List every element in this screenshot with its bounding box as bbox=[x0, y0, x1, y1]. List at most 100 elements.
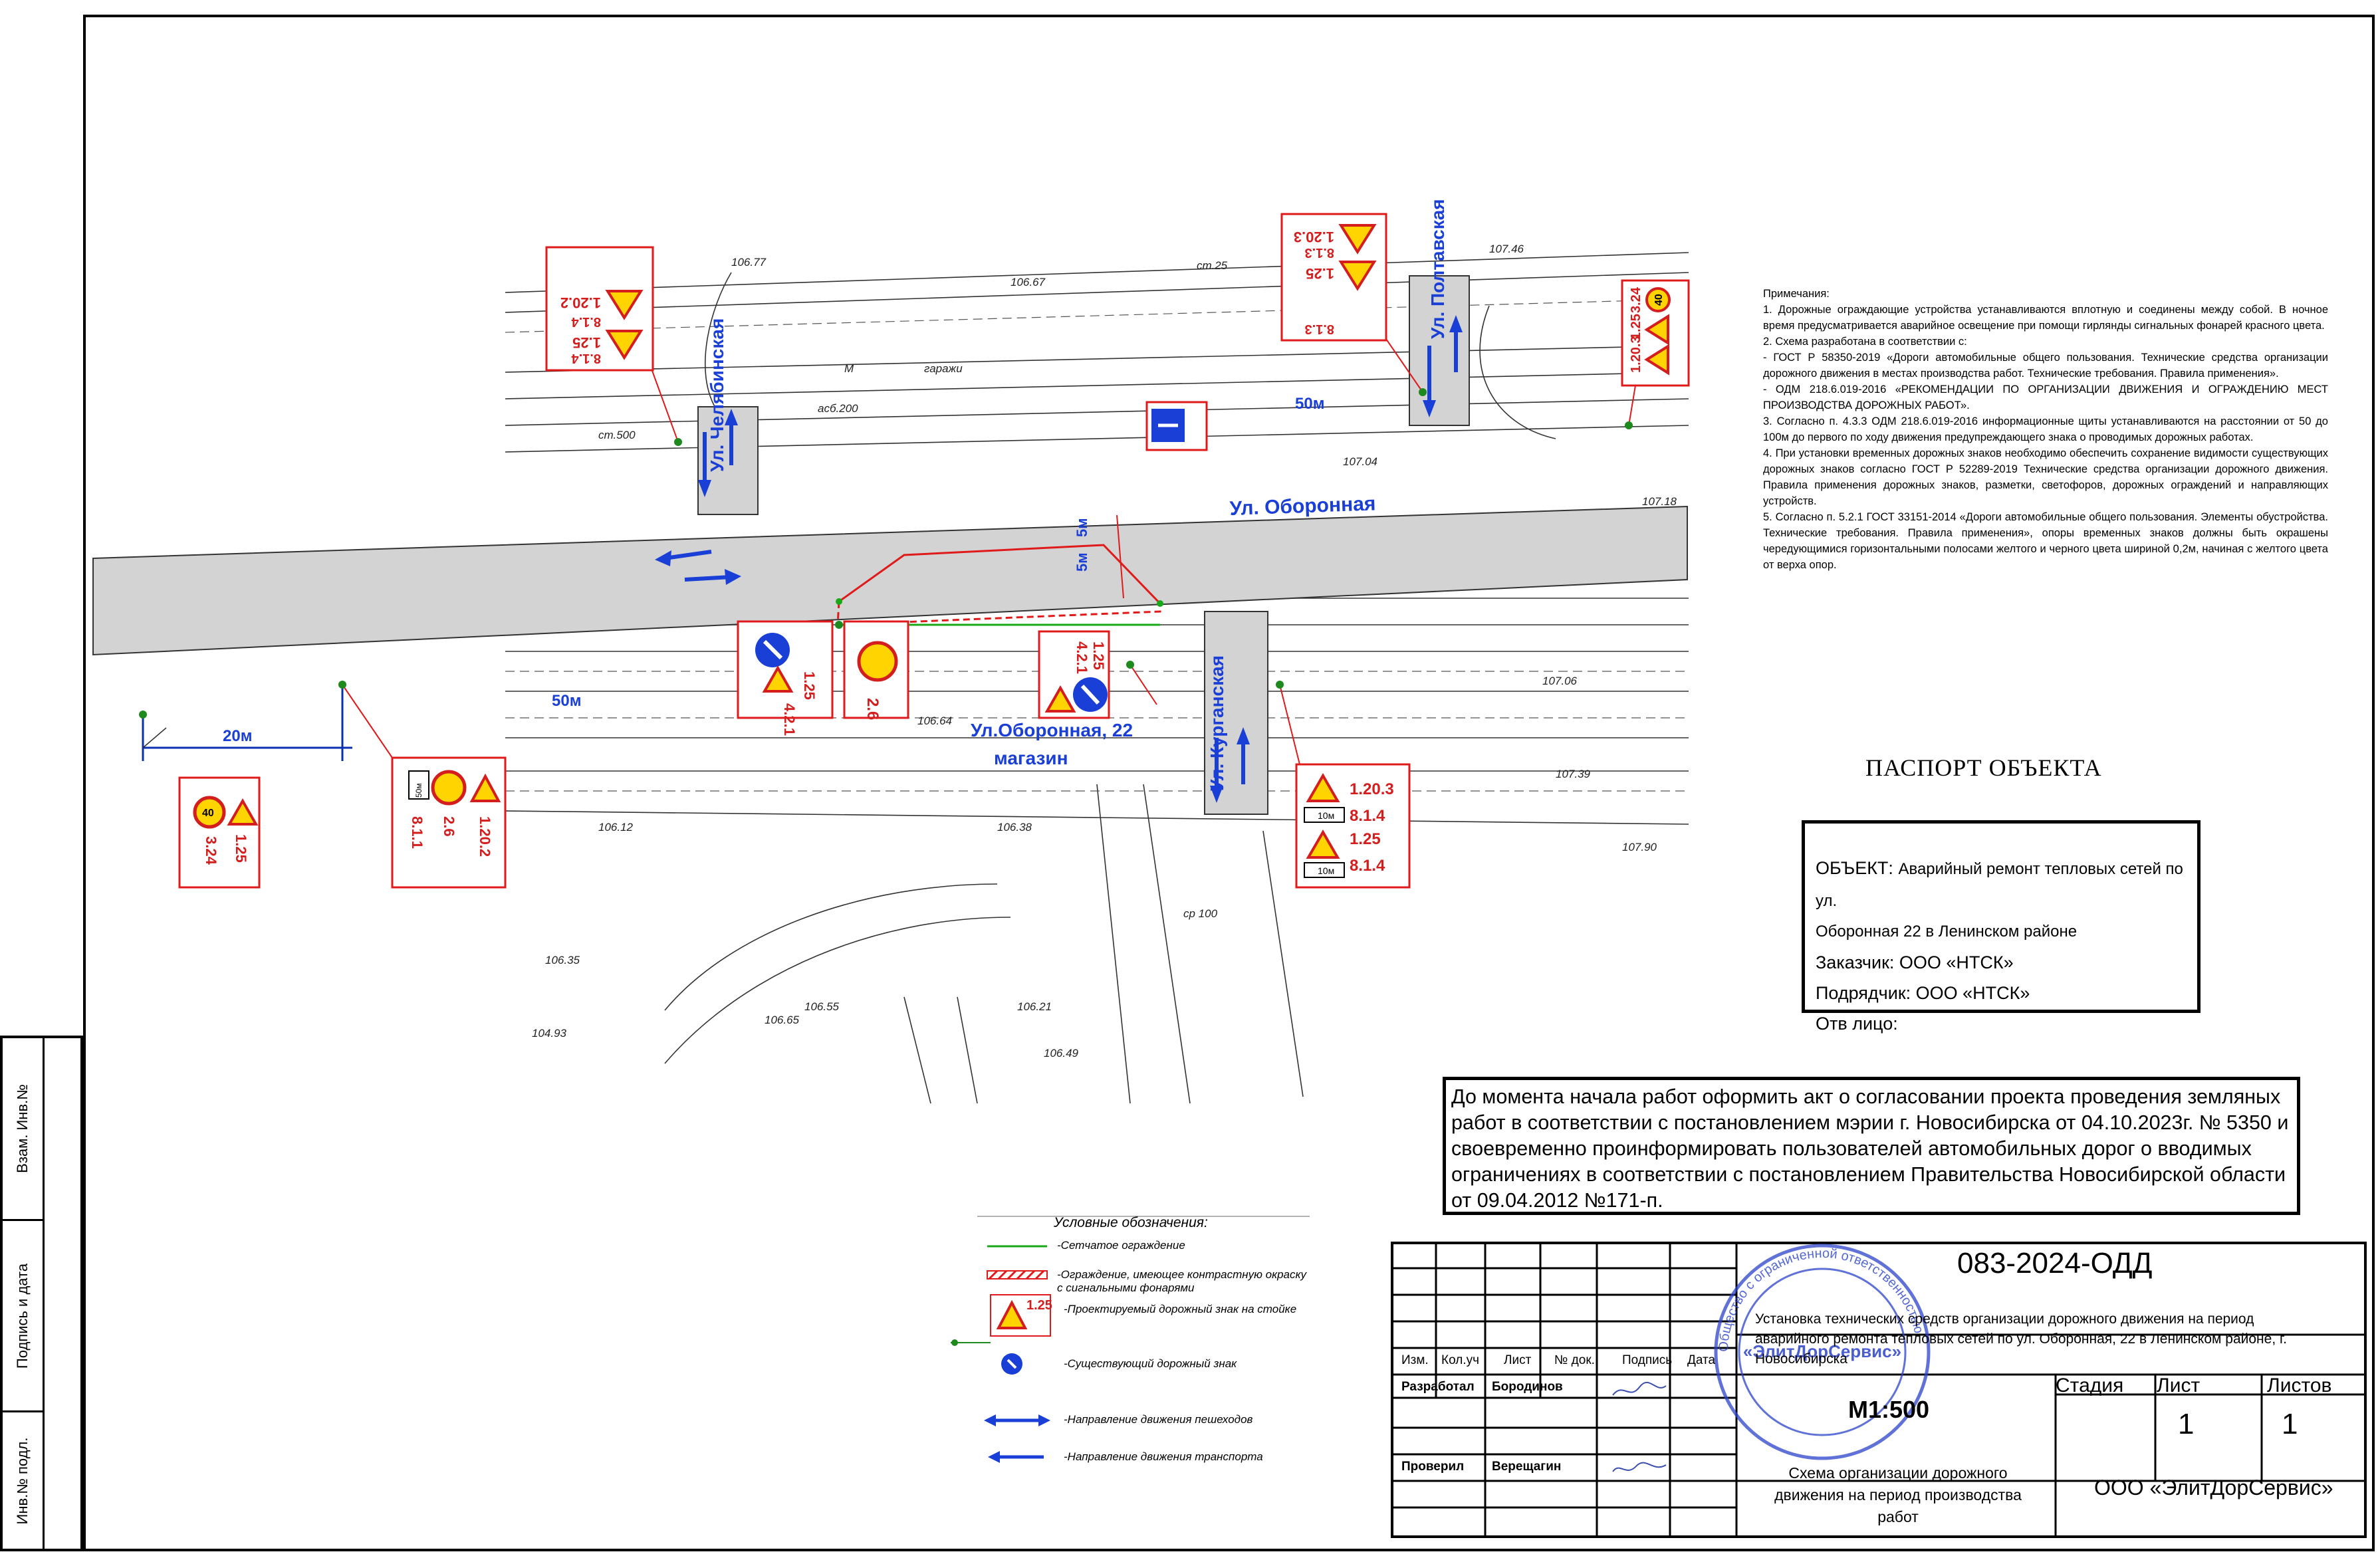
checked-label: Проверил bbox=[1401, 1460, 1465, 1474]
svg-text:107.04: 107.04 bbox=[1343, 455, 1377, 468]
svg-text:4.2.1: 4.2.1 bbox=[1074, 641, 1090, 674]
distance-5m-a: 5м bbox=[1074, 518, 1090, 537]
svg-text:8.1.1: 8.1.1 bbox=[409, 816, 425, 849]
svg-text:8.1.4: 8.1.4 bbox=[571, 351, 601, 366]
svg-text:8.1.4: 8.1.4 bbox=[571, 314, 601, 329]
svg-text:8.1.3: 8.1.3 bbox=[1305, 245, 1334, 260]
note-item: 3. Согласно п. 4.3.3 ОДМ 218.6.019-2016 … bbox=[1763, 415, 2328, 443]
title-signature-checked bbox=[1609, 1458, 1669, 1478]
svg-text:104.93: 104.93 bbox=[532, 1027, 567, 1040]
distance-5m-b: 5м bbox=[1074, 552, 1090, 572]
document-code: 083-2024-ОДД bbox=[1957, 1247, 2153, 1279]
organization-name: ООО «ЭлитДорСервис» bbox=[2094, 1476, 2333, 1500]
note-item: 2. Схема разработана в соответствии с: bbox=[1763, 336, 1967, 348]
transport-direction-arrows bbox=[655, 315, 1463, 803]
sheets-label: Листов bbox=[2267, 1375, 2332, 1396]
svg-text:1.20.3: 1.20.3 bbox=[1294, 229, 1334, 245]
title-block: Общество с ограниченной ответственностью… bbox=[1391, 1242, 2367, 1538]
svg-text:3.24: 3.24 bbox=[203, 836, 219, 865]
svg-text:106.55: 106.55 bbox=[804, 1000, 840, 1013]
distance-50m-left: 50м bbox=[552, 692, 581, 710]
note-item: - ГОСТ Р 58350-2019 «Дороги автомобильны… bbox=[1763, 352, 2328, 380]
svg-text:10м: 10м bbox=[1318, 865, 1334, 876]
svg-text:1.25: 1.25 bbox=[572, 334, 601, 351]
svg-text:1.25: 1.25 bbox=[1629, 314, 1643, 340]
svg-text:1.25: 1.25 bbox=[233, 834, 249, 863]
schema-title: Схема организации дорожного движения на … bbox=[1774, 1464, 2022, 1525]
col-date: Дата bbox=[1687, 1353, 1716, 1367]
svg-text:3.24: 3.24 bbox=[1629, 286, 1643, 313]
legend-item-contrast-fence: -Ограждение, имеющее контрастную окраску… bbox=[1057, 1268, 1307, 1294]
notes-block: Примечания: 1. Дорожные ограждающие устр… bbox=[1763, 286, 2328, 573]
sign-leaders bbox=[342, 338, 1636, 778]
passport-title: ПАСПОРТ ОБЪЕКТА bbox=[1865, 754, 2102, 781]
sheet-label: Лист bbox=[2157, 1375, 2201, 1396]
note-item: - ОДМ 218.6.019-2016 «РЕКОМЕНДАЦИИ ПО ОР… bbox=[1763, 384, 2328, 411]
notes-title: Примечания: bbox=[1763, 288, 1830, 300]
svg-text:107.90: 107.90 bbox=[1622, 841, 1657, 853]
passport-object-value-2: Оборонная 22 в Ленинском районе bbox=[1816, 923, 2078, 941]
sign-group-east: 40 1.20.3 1.25 3.24 bbox=[1621, 279, 1690, 387]
svg-text:107.46: 107.46 bbox=[1489, 243, 1524, 255]
sign-group-west-2: 40 1.25 3.24 bbox=[178, 776, 261, 889]
svg-text:М: М bbox=[844, 362, 854, 375]
shop-label: магазин bbox=[994, 748, 1068, 768]
svg-text:106.65: 106.65 bbox=[765, 1014, 800, 1026]
distance-50m-top: 50м bbox=[1295, 395, 1324, 413]
svg-text:107.39: 107.39 bbox=[1556, 768, 1591, 780]
svg-text:2.6: 2.6 bbox=[864, 698, 882, 720]
svg-text:1.20.3: 1.20.3 bbox=[1350, 780, 1394, 798]
legend: 1.25 Условные обозначения: -Сетчатое огр… bbox=[951, 1210, 1323, 1489]
side-cell-label: Взам. Инв.№ bbox=[14, 1084, 31, 1173]
sign-group-mid-right: 4.2.1 1.25 bbox=[1038, 630, 1110, 719]
distance-line-20m bbox=[142, 685, 352, 761]
svg-text:106.49: 106.49 bbox=[1044, 1047, 1079, 1059]
legend-item-mesh-fence: -Сетчатое ограждение bbox=[1057, 1239, 1185, 1252]
svg-text:40: 40 bbox=[202, 808, 214, 819]
col-doc: № док. bbox=[1554, 1353, 1595, 1367]
sign-posts bbox=[139, 388, 1633, 719]
col-izm: Изм. bbox=[1401, 1353, 1429, 1367]
svg-text:8.1.3: 8.1.3 bbox=[1305, 322, 1334, 336]
drawing-frame bbox=[83, 15, 2375, 1551]
svg-text:40: 40 bbox=[1653, 294, 1665, 306]
sign-group-west-1: 50м 8.1.1 2.6 1.20.2 bbox=[391, 756, 507, 889]
svg-text:1.25: 1.25 bbox=[1090, 641, 1107, 670]
legend-title: Условные обозначения: bbox=[1054, 1215, 1208, 1230]
svg-text:1.20.2: 1.20.2 bbox=[477, 816, 493, 857]
svg-text:107.06: 107.06 bbox=[1542, 675, 1578, 687]
svg-text:2.6: 2.6 bbox=[441, 816, 457, 837]
svg-text:1.25: 1.25 bbox=[1306, 265, 1334, 282]
checked-name: Верещагин bbox=[1492, 1460, 1562, 1474]
svg-text:50м: 50м bbox=[414, 783, 423, 798]
passport-object-label: ОБЪЕКТ: bbox=[1816, 858, 1893, 878]
svg-text:106.67: 106.67 bbox=[1011, 276, 1046, 288]
svg-text:1.20.3: 1.20.3 bbox=[1629, 336, 1643, 373]
sign-group-chelyabinskaya: 1.20.2 1.25 8.1.4 8.1.4 bbox=[545, 246, 654, 372]
sign-group-poltavskaya: 1.20.3 1.25 8.1.3 8.1.3 bbox=[1280, 213, 1387, 342]
svg-text:106.12: 106.12 bbox=[598, 821, 634, 834]
sign-group-kurganskaya: 10м 10м 1.20.3 8.1.4 1.25 8.1.4 bbox=[1295, 763, 1411, 889]
note-item: 5. Согласно п. 5.2.1 ГОСТ 33151-2014 «До… bbox=[1763, 511, 2328, 571]
legend-item-existing-sign: -Существующий дорожный знак bbox=[1064, 1357, 1237, 1370]
existing-road-sign bbox=[1145, 401, 1208, 451]
passport-contractor: Подрядчик: ООО «НТСК» bbox=[1816, 983, 2030, 1003]
passport-responsible: Отв лицо: bbox=[1816, 1014, 1898, 1034]
sheet-value: 1 bbox=[2178, 1408, 2195, 1440]
legend-item-transport-direction: -Направление движения транспорта bbox=[1064, 1450, 1263, 1463]
sign-group-2-6: 2.6 bbox=[843, 620, 909, 720]
distance-20m: 20м bbox=[223, 727, 252, 745]
col-signature: Подпись bbox=[1622, 1353, 1673, 1367]
svg-text:1.25: 1.25 bbox=[1350, 830, 1381, 848]
svg-text:ст.25: ст.25 bbox=[1197, 259, 1228, 272]
street-chelyabinskaya: Ул. Челябинская bbox=[707, 318, 727, 472]
stage-label: Стадия bbox=[2056, 1375, 2124, 1396]
svg-text:«ЭлитДорСервис»: «ЭлитДорСервис» bbox=[1743, 1341, 1901, 1361]
svg-text:8.1.4: 8.1.4 bbox=[1350, 857, 1385, 875]
svg-text:1.25: 1.25 bbox=[1026, 1298, 1052, 1313]
col-list: Лист bbox=[1504, 1353, 1532, 1367]
side-strip-divider bbox=[43, 1038, 45, 1549]
developed-name: Бородинов bbox=[1492, 1380, 1563, 1394]
svg-text:10м: 10м bbox=[1318, 810, 1334, 821]
